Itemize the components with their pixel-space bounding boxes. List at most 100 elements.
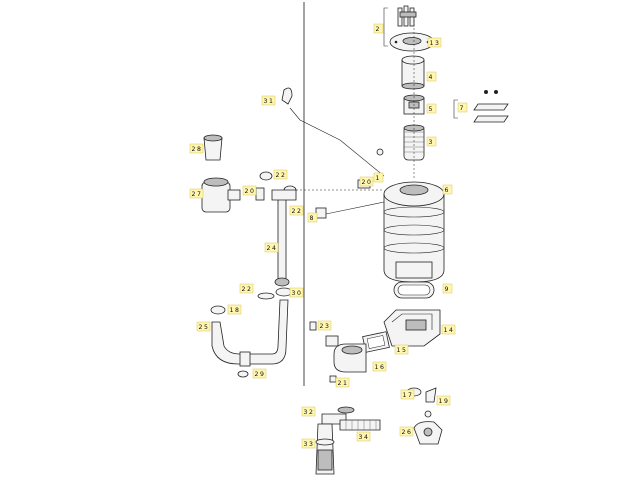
svg-text:2: 2	[376, 26, 382, 33]
svg-text:28: 28	[192, 146, 203, 153]
callout-7: 7	[457, 102, 468, 113]
svg-text:30: 30	[292, 290, 303, 297]
svg-text:25: 25	[199, 324, 210, 331]
callout-13: 13	[427, 37, 442, 48]
svg-text:15: 15	[397, 347, 408, 354]
callout-8: 8	[307, 212, 318, 223]
svg-text:1: 1	[376, 175, 382, 182]
drain-hose-part	[211, 299, 289, 367]
wire-lead-2	[325, 201, 385, 215]
svg-text:20: 20	[245, 188, 256, 195]
callouts: 1 2 3 4 5 6 7 8 9 13 14 15 16 17 18 19 2…	[189, 23, 468, 449]
main-tank-part	[383, 181, 445, 283]
svg-text:5: 5	[429, 106, 435, 113]
callout-30: 30	[289, 287, 304, 298]
svg-text:20: 20	[362, 179, 373, 186]
clip-set-part-7	[473, 90, 509, 123]
svg-text:26: 26	[402, 429, 413, 436]
svg-text:22: 22	[242, 286, 253, 293]
bracket-2	[383, 7, 388, 47]
callout-4: 4	[426, 71, 437, 82]
svg-text:33: 33	[304, 441, 315, 448]
callout-33: 33	[301, 438, 316, 449]
callout-16: 16	[372, 361, 387, 372]
callout-24: 24	[264, 242, 279, 253]
flange-plate-part	[389, 32, 435, 52]
svg-text:27: 27	[192, 191, 203, 198]
svg-text:32: 32	[304, 409, 315, 416]
screw-part-35	[424, 410, 432, 418]
clamp-part-30	[275, 287, 293, 297]
cup-part-28	[203, 134, 223, 161]
callout-28: 28	[189, 143, 204, 154]
callout-26: 26	[399, 426, 414, 437]
callout-27: 27	[189, 188, 204, 199]
pump-part-27	[201, 177, 241, 213]
valve-part-8	[315, 207, 327, 219]
callout-21: 21	[335, 377, 350, 388]
svg-text:16: 16	[375, 364, 386, 371]
callout-17: 17	[400, 389, 415, 400]
svg-text:34: 34	[359, 434, 370, 441]
fitting-part-19b	[425, 387, 437, 403]
callout-32: 32	[301, 406, 316, 417]
svg-text:9: 9	[445, 286, 451, 293]
corrugated-hose-part	[339, 419, 381, 431]
square-seal-part	[362, 331, 390, 353]
svg-text:6: 6	[445, 187, 451, 194]
svg-text:31: 31	[264, 98, 275, 105]
svg-text:8: 8	[310, 215, 316, 222]
callout-1: 1	[373, 172, 384, 183]
clip-part-23	[309, 321, 317, 331]
callout-9: 9	[442, 283, 453, 294]
connector-part-34	[281, 87, 293, 105]
svg-text:22: 22	[292, 208, 303, 215]
svg-text:29: 29	[255, 371, 266, 378]
pin-part-21	[329, 375, 337, 383]
svg-text:3: 3	[429, 139, 435, 146]
valve-part-26	[413, 421, 443, 445]
callout-14: 14	[441, 324, 456, 335]
callout-15: 15	[394, 344, 409, 355]
callout-6: 6	[442, 184, 453, 195]
ring-part-18	[210, 305, 226, 315]
callout-22b: 22	[289, 205, 304, 216]
svg-text:22: 22	[276, 172, 287, 179]
callout-23: 23	[317, 320, 332, 331]
ring-part-29	[237, 370, 249, 378]
callout-18: 18	[227, 304, 242, 315]
bracket-7	[453, 99, 458, 119]
svg-text:14: 14	[444, 327, 455, 334]
callout-3: 3	[426, 136, 437, 147]
wire-lead	[289, 107, 385, 177]
filter-cylinder-part	[401, 55, 425, 90]
callout-2: 2	[373, 23, 384, 34]
heating-element-part	[397, 5, 417, 27]
callout-31: 31	[261, 95, 276, 106]
callout-29: 29	[252, 368, 267, 379]
trap-part-33	[315, 423, 335, 475]
svg-text:4: 4	[429, 74, 435, 81]
svg-text:21: 21	[338, 380, 349, 387]
callout-22a: 22	[273, 169, 288, 180]
callout-20b: 20	[242, 185, 257, 196]
callout-5: 5	[426, 103, 437, 114]
callout-20a: 20	[359, 176, 374, 187]
base-tray-part	[383, 309, 441, 347]
callout-19: 19	[436, 395, 451, 406]
vertical-hose-part	[271, 189, 297, 287]
callout-34: 34	[356, 431, 371, 442]
svg-text:13: 13	[430, 40, 441, 47]
svg-text:18: 18	[230, 307, 241, 314]
gasket-ring-part	[393, 281, 435, 299]
svg-text:19: 19	[439, 398, 450, 405]
fitting-part-19	[255, 187, 265, 201]
svg-text:24: 24	[267, 245, 278, 252]
svg-text:17: 17	[403, 392, 414, 399]
svg-text:7: 7	[460, 105, 466, 112]
callout-25: 25	[196, 321, 211, 332]
coil-filter-part	[403, 124, 425, 161]
callout-22c: 22	[239, 283, 254, 294]
svg-text:23: 23	[320, 323, 331, 330]
